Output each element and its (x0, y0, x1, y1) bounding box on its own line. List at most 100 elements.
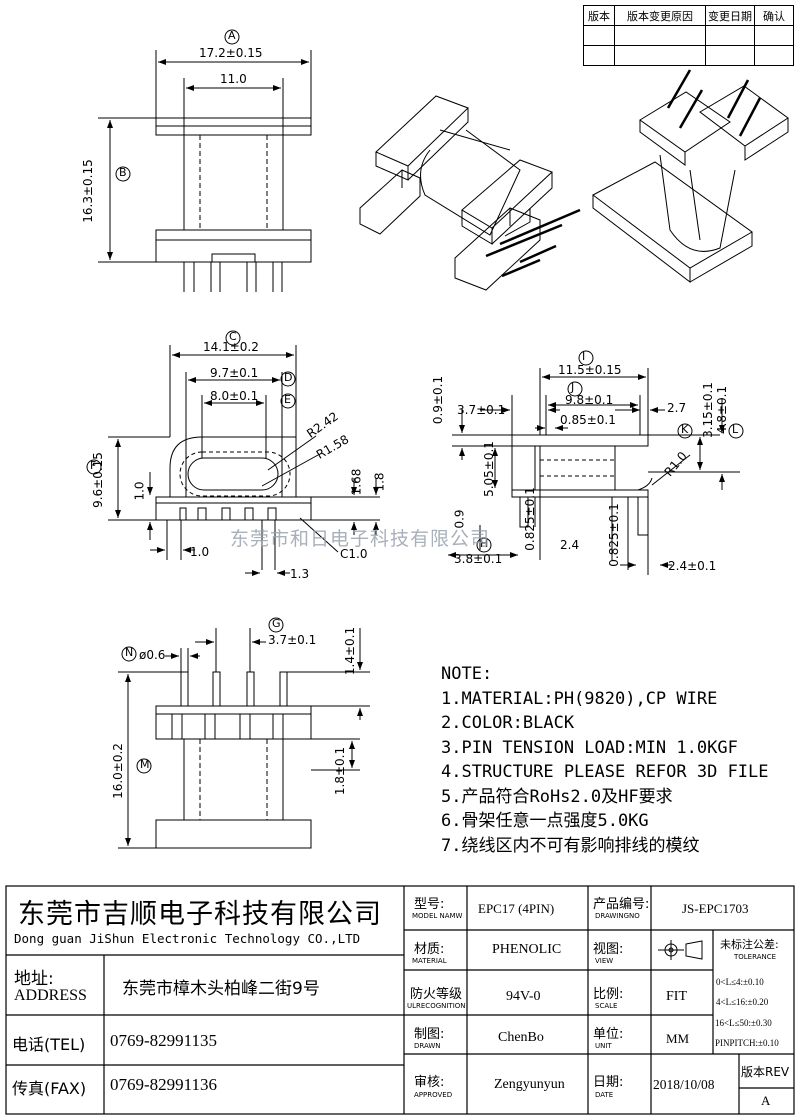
top-view (98, 29, 312, 292)
dim-h: 3.8±0.1 (454, 552, 503, 566)
dim-n: ø0.6 (139, 648, 166, 662)
tolerance-item: 0<L≤4:±0.10 (716, 977, 764, 987)
dim-5-05: 5.05±0.1 (481, 441, 496, 497)
dim-k: 3.15±0.1 (700, 382, 715, 438)
tolerance-item: PINPITCH:±0.10 (715, 1038, 779, 1048)
company-name-en: Dong guan JiShun Electronic Technology C… (14, 931, 361, 946)
note-item: 4.STRUCTURE PLEASE REFOR 3D FILE (441, 762, 769, 782)
dim-label-e: E (284, 393, 291, 406)
dim-0-9-top: 0.9±0.1 (431, 375, 446, 425)
dim-1-0-vertical: 1.0 (132, 481, 147, 501)
tolerance-item: 16<L≤50:±0.30 (715, 1018, 772, 1028)
dim-l: 4.8±0.1 (715, 385, 730, 435)
notes-block: NOTE: 1.MATERIAL:PH(9820),CP WIRE 2.COLO… (441, 662, 769, 858)
revision-header-row: 版本 版本变更原因 变更日期 确认 (583, 5, 794, 26)
flame-label-en: ULRECOGNITION (407, 1002, 466, 1010)
dim-c: 14.1±0.2 (203, 340, 259, 354)
scale-label: 比例: (593, 987, 624, 1002)
address-value: 东莞市樟木头柏峰二街9号 (122, 979, 320, 999)
unit-label-en: UNIT (595, 1042, 612, 1050)
address-label: 地址: (14, 969, 54, 989)
notes-title: NOTE: (441, 664, 493, 684)
watermark: 东莞市和日电子科技有限公司 (230, 528, 491, 550)
tolerance-item: 4<L≤16:±0.20 (716, 997, 769, 1007)
dim-3-7: 3.7±0.1 (457, 403, 506, 417)
side-view (86, 330, 380, 576)
date-label-en: DATE (595, 1091, 614, 1099)
drawingno-label: 产品编号: (593, 897, 650, 912)
rev-value: A (761, 1093, 771, 1108)
drawn-label: 制图: (414, 1027, 445, 1042)
dim-label-h: H (480, 537, 489, 550)
dim-d: 9.7±0.1 (210, 366, 259, 380)
rev-col-version: 版本 (583, 5, 615, 26)
unit-label: 单位: (593, 1027, 624, 1042)
rev-col-reason: 版本变更原因 (614, 5, 706, 26)
projection-symbol-icon (658, 940, 703, 960)
revision-table: 版本 版本变更原因 变更日期 确认 (583, 5, 794, 66)
note-item: 3.PIN TENSION LOAD:MIN 1.0KGF (441, 737, 738, 758)
dim-label-n: N (125, 646, 134, 659)
dim-i: 11.5±0.15 (558, 363, 622, 377)
unit-value: MM (666, 1031, 690, 1046)
iso-view-2 (592, 69, 789, 284)
title-block-grid (5, 885, 795, 1115)
pin-view (118, 617, 370, 849)
dim-b: 16.3±0.15 (80, 159, 95, 223)
rev-col-confirm: 确认 (754, 5, 794, 26)
note-item: 5.产品符合RoHs2.0及HF要求 (441, 786, 673, 807)
fax-label: 传真(FAX) (12, 1079, 87, 1098)
tel-value: 0769-82991135 (110, 1031, 218, 1050)
dim-g: 3.7±0.1 (268, 633, 317, 647)
fax-value: 0769-82991136 (110, 1075, 218, 1094)
rev-col-date: 变更日期 (705, 5, 755, 26)
tolerance-label: 未标注公差: (720, 938, 779, 951)
dim-1-4: 1.4±0.1 (343, 626, 358, 676)
model-label: 型号: (414, 897, 445, 912)
dim-m: 16.0±0.2 (110, 743, 125, 799)
dim-2-7: 2.7 (667, 401, 687, 415)
dim-label-b: B (119, 166, 127, 179)
address-label-en: ADDRESS (14, 987, 87, 1004)
dim-0-85: 0.85±0.1 (560, 413, 616, 427)
dim-label-j: J (571, 381, 575, 394)
dim-j: 9.8±0.1 (565, 393, 614, 407)
dim-2-4-b: 2.4±0.1 (668, 559, 717, 573)
dim-label-k: K (681, 423, 689, 436)
dim-1-8: 1.8 (372, 472, 387, 492)
dim-label-a: A (228, 29, 236, 42)
dim-1-0-horizontal: 1.0 (190, 545, 210, 559)
table-row (583, 25, 794, 46)
dim-a: 17.2±0.15 (199, 46, 263, 60)
note-item: 2.COLOR:BLACK (441, 713, 575, 733)
dim-2-4-a: 2.4 (560, 538, 580, 552)
iso-view-1 (359, 95, 581, 291)
dim-1-8: 1.8±0.1 (333, 746, 348, 796)
dim-label-g: G (272, 617, 281, 630)
dim-chamfer: C1.0 (340, 547, 368, 561)
rev-label: 版本REV (741, 1065, 790, 1079)
scale-value: FIT (666, 989, 687, 1004)
dim-label-m: M (140, 758, 150, 771)
dim-1-3: 1.3 (290, 567, 310, 581)
model-value: EPC17 (4PIN) (478, 901, 555, 916)
tolerance-label-en: TOLERANCE (734, 953, 777, 961)
dim-label-d: D (284, 371, 293, 384)
date-label: 日期: (593, 1075, 624, 1090)
dim-label-c: C (229, 330, 237, 343)
dim-e: 8.0±0.1 (210, 389, 259, 403)
front-view (448, 350, 744, 575)
material-value: PHENOLIC (492, 942, 562, 957)
tel-label: 电话(TEL) (12, 1035, 86, 1054)
model-label-en: MODEL NAMW (412, 912, 463, 920)
dim-0-825-b: 0.825±0.1 (606, 503, 621, 567)
approved-label: 审核: (414, 1075, 445, 1090)
drawingno-value: JS-EPC1703 (682, 901, 749, 916)
flame-label: 防火等级 (410, 987, 463, 1002)
dim-0-825-a: 0.825±0.1 (522, 487, 537, 551)
dim-1-68: 1.68 (349, 468, 364, 496)
approved-label-en: APPROVED (414, 1091, 453, 1099)
dim-label-i: I (582, 350, 586, 363)
flame-value: 94V-0 (506, 989, 541, 1004)
drawn-value: ChenBo (498, 1030, 544, 1045)
